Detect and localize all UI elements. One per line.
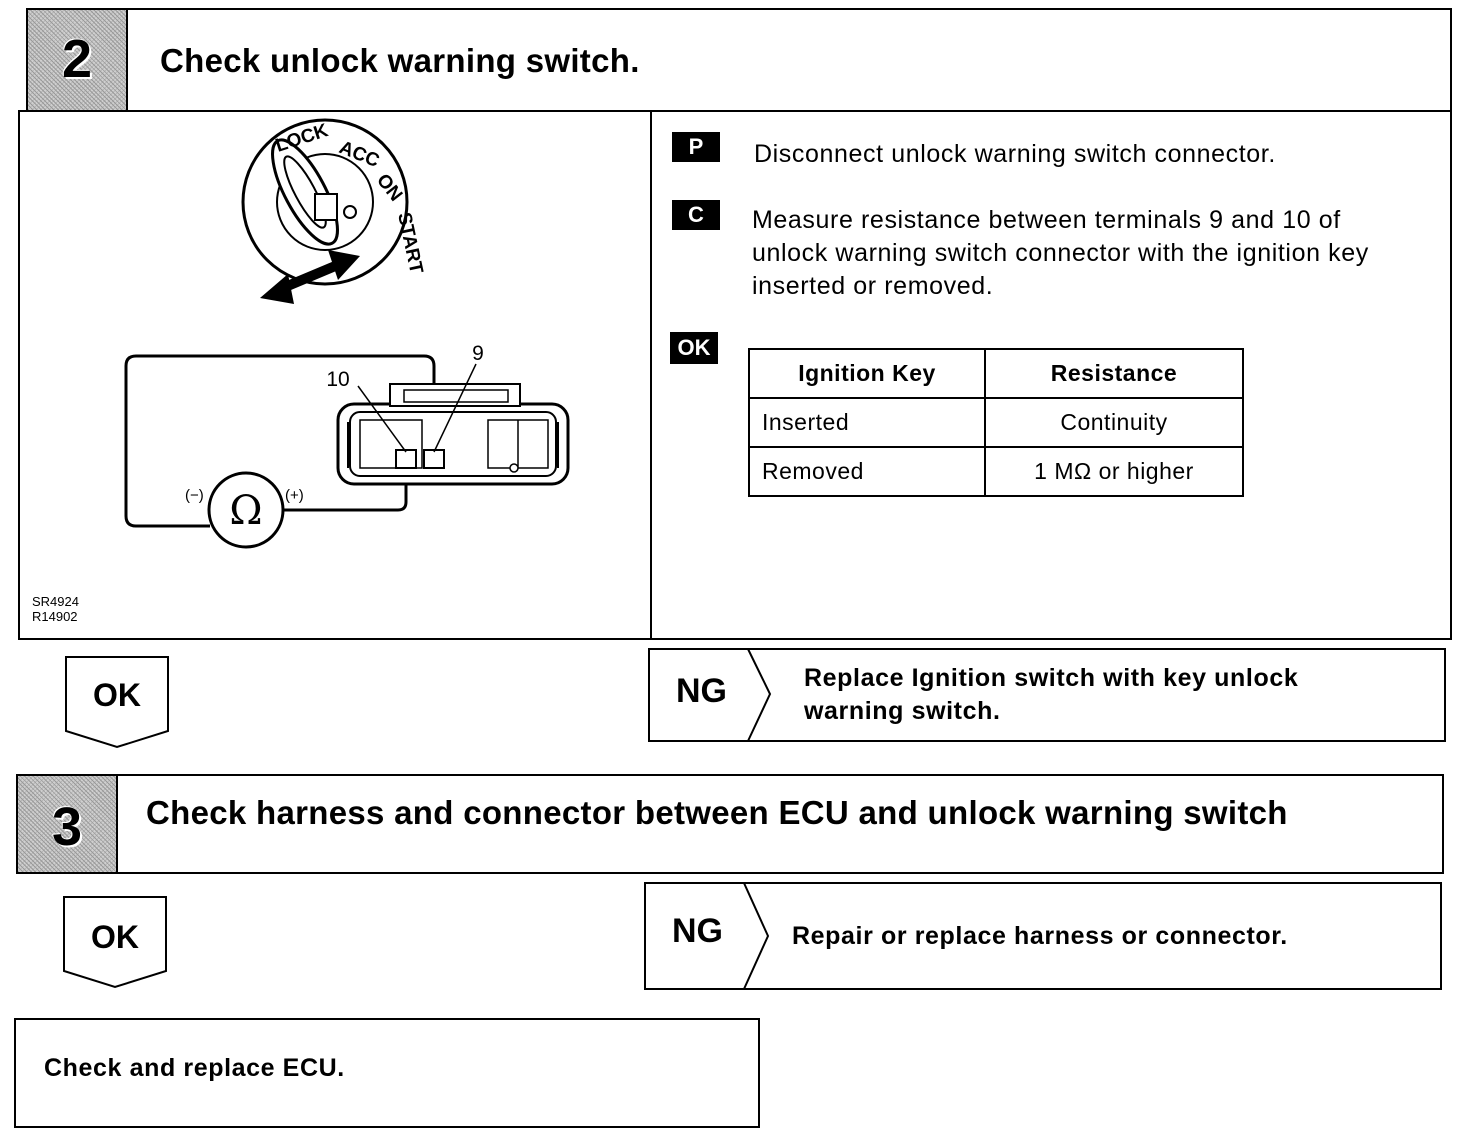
table-cell: 1 MΩ or higher [984,446,1244,497]
insert-remove-arrow-icon [260,250,360,304]
terminal-9-label: 9 [472,342,484,365]
step-2-ng-label: NG [676,672,727,710]
figure-divider [650,112,652,640]
table-header: Resistance [984,348,1244,399]
terminal-10-label: 10 [326,368,349,391]
c-badge: C [672,200,720,230]
figure: LOCK ACC ON START Ω (−) (+) [20,112,650,640]
step-2-title: Check unlock warning switch. [160,42,640,79]
ok-spec-badge: OK [670,332,718,364]
ohmmeter-icon [207,471,285,549]
step-2-ng-action: Replace Ignition switch with key unlock … [804,664,1299,725]
step-3-ng-box: NG Repair or replace harness or connecto… [644,882,1442,992]
step-3-ng-label: NG [672,912,723,950]
table-cell: Inserted [748,397,986,448]
figure-code-2: R14902 [32,609,78,624]
step-2-header: 2 Check unlock warning switch. [26,8,1452,112]
step-3-ng-action: Repair or replace harness or connector. [792,922,1288,950]
step-3-ok-label: OK [91,919,139,955]
table-row: Removed 1 MΩ or higher [748,446,1244,497]
meter-minus-label: (−) [185,487,204,504]
step-3-header: 3 Check harness and connector between EC… [16,774,1444,874]
ohmmeter-symbol: Ω [229,488,262,534]
table-header-row: Ignition Key Resistance [748,348,1244,399]
step-2-number: 2 [61,29,93,89]
step-3-number: 3 [51,797,83,857]
ignition-position-start: START [393,211,426,276]
ignition-circuit-diagram: LOCK ACC ON START Ω (−) (+) [124,118,570,549]
step-2-body: LOCK ACC ON START Ω (−) (+) [18,110,1452,640]
switch-connector-icon [336,383,570,486]
table-cell: Continuity [984,397,1244,448]
step-2-ok-arrow: OK [64,655,170,749]
table-header: Ignition Key [748,348,986,399]
step-3-title: Check harness and connector between ECU … [146,794,1288,831]
final-action-text: Check and replace ECU. [44,1054,345,1082]
resistance-table: Ignition Key Resistance Inserted Continu… [748,348,1244,497]
step-2-ok-label: OK [93,677,141,713]
p-badge: P [672,132,720,162]
figure-code-1: SR4924 [32,594,79,609]
step-2-ng-box: NG Replace Ignition switch with key unlo… [648,648,1446,748]
table-cell: Removed [748,446,986,497]
ignition-switch-icon [241,118,409,286]
table-row: Inserted Continuity [748,397,1244,448]
meter-plus-label: (+) [285,487,304,504]
c-instruction: Measure resistance between terminals 9 a… [752,206,1369,300]
step-3-number-box: 3 [18,776,118,872]
step-2-number-box: 2 [28,10,128,110]
p-instruction: Disconnect unlock warning switch connect… [754,140,1276,168]
step-3-ok-arrow: OK [62,895,168,989]
final-action-box: Check and replace ECU. [14,1018,760,1128]
